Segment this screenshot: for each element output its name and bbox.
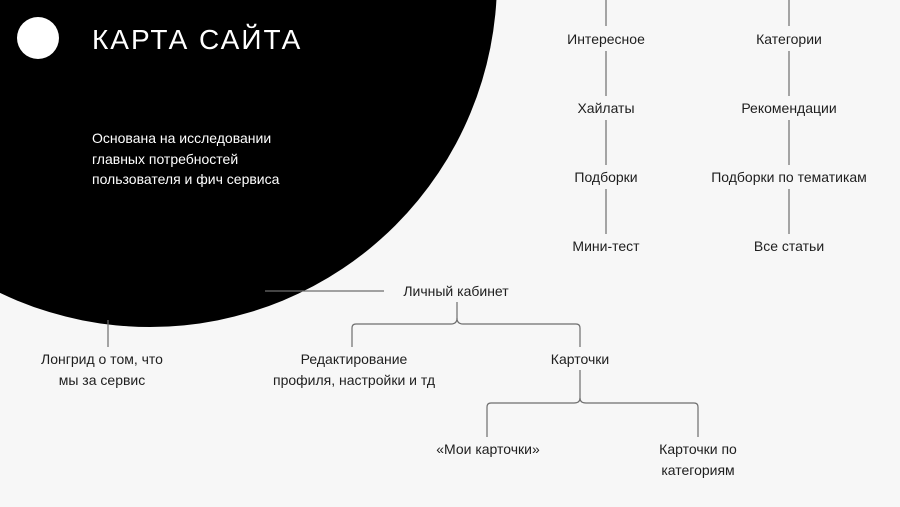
node-highlights: Хайлаты bbox=[577, 100, 635, 116]
node-all-articles: Все статьи bbox=[753, 238, 825, 254]
hero-circle bbox=[0, 0, 497, 327]
node-categories: Категории bbox=[756, 31, 822, 47]
node-longread-line1: Лонгрид о том, что bbox=[41, 351, 163, 367]
node-topic-collections: Подборки по тематикам bbox=[711, 169, 867, 185]
node-longread-line2: мы за сервис bbox=[58, 372, 146, 388]
node-edit-profile-line1: Редактирование bbox=[300, 351, 408, 367]
node-edit-profile-line2: профиля, настройки и тд bbox=[272, 372, 435, 388]
node-edit-profile: Редактирование профиля, настройки и тд bbox=[254, 349, 454, 391]
node-my-cards: «Мои карточки» bbox=[436, 441, 540, 457]
page-title: КАРТА САЙТА bbox=[92, 24, 303, 55]
node-cards-by-category: Карточки по категориям bbox=[598, 439, 798, 481]
node-cards: Карточки bbox=[550, 351, 610, 367]
node-collections: Подборки bbox=[574, 169, 638, 185]
node-mini-test: Мини-тест bbox=[572, 238, 640, 254]
node-recommendations: Рекомендации bbox=[741, 100, 837, 116]
logo-dot-icon bbox=[17, 17, 59, 59]
node-cards-by-category-line2: категориям bbox=[661, 462, 735, 478]
node-cards-by-category-line1: Карточки по bbox=[659, 441, 737, 457]
page-subtitle: Основана на исследовании главных потребн… bbox=[92, 130, 280, 187]
node-longread: Лонгрид о том, что мы за сервис bbox=[2, 349, 202, 391]
node-account: Личный кабинет bbox=[403, 283, 509, 299]
node-interesting: Интересное bbox=[567, 31, 645, 47]
